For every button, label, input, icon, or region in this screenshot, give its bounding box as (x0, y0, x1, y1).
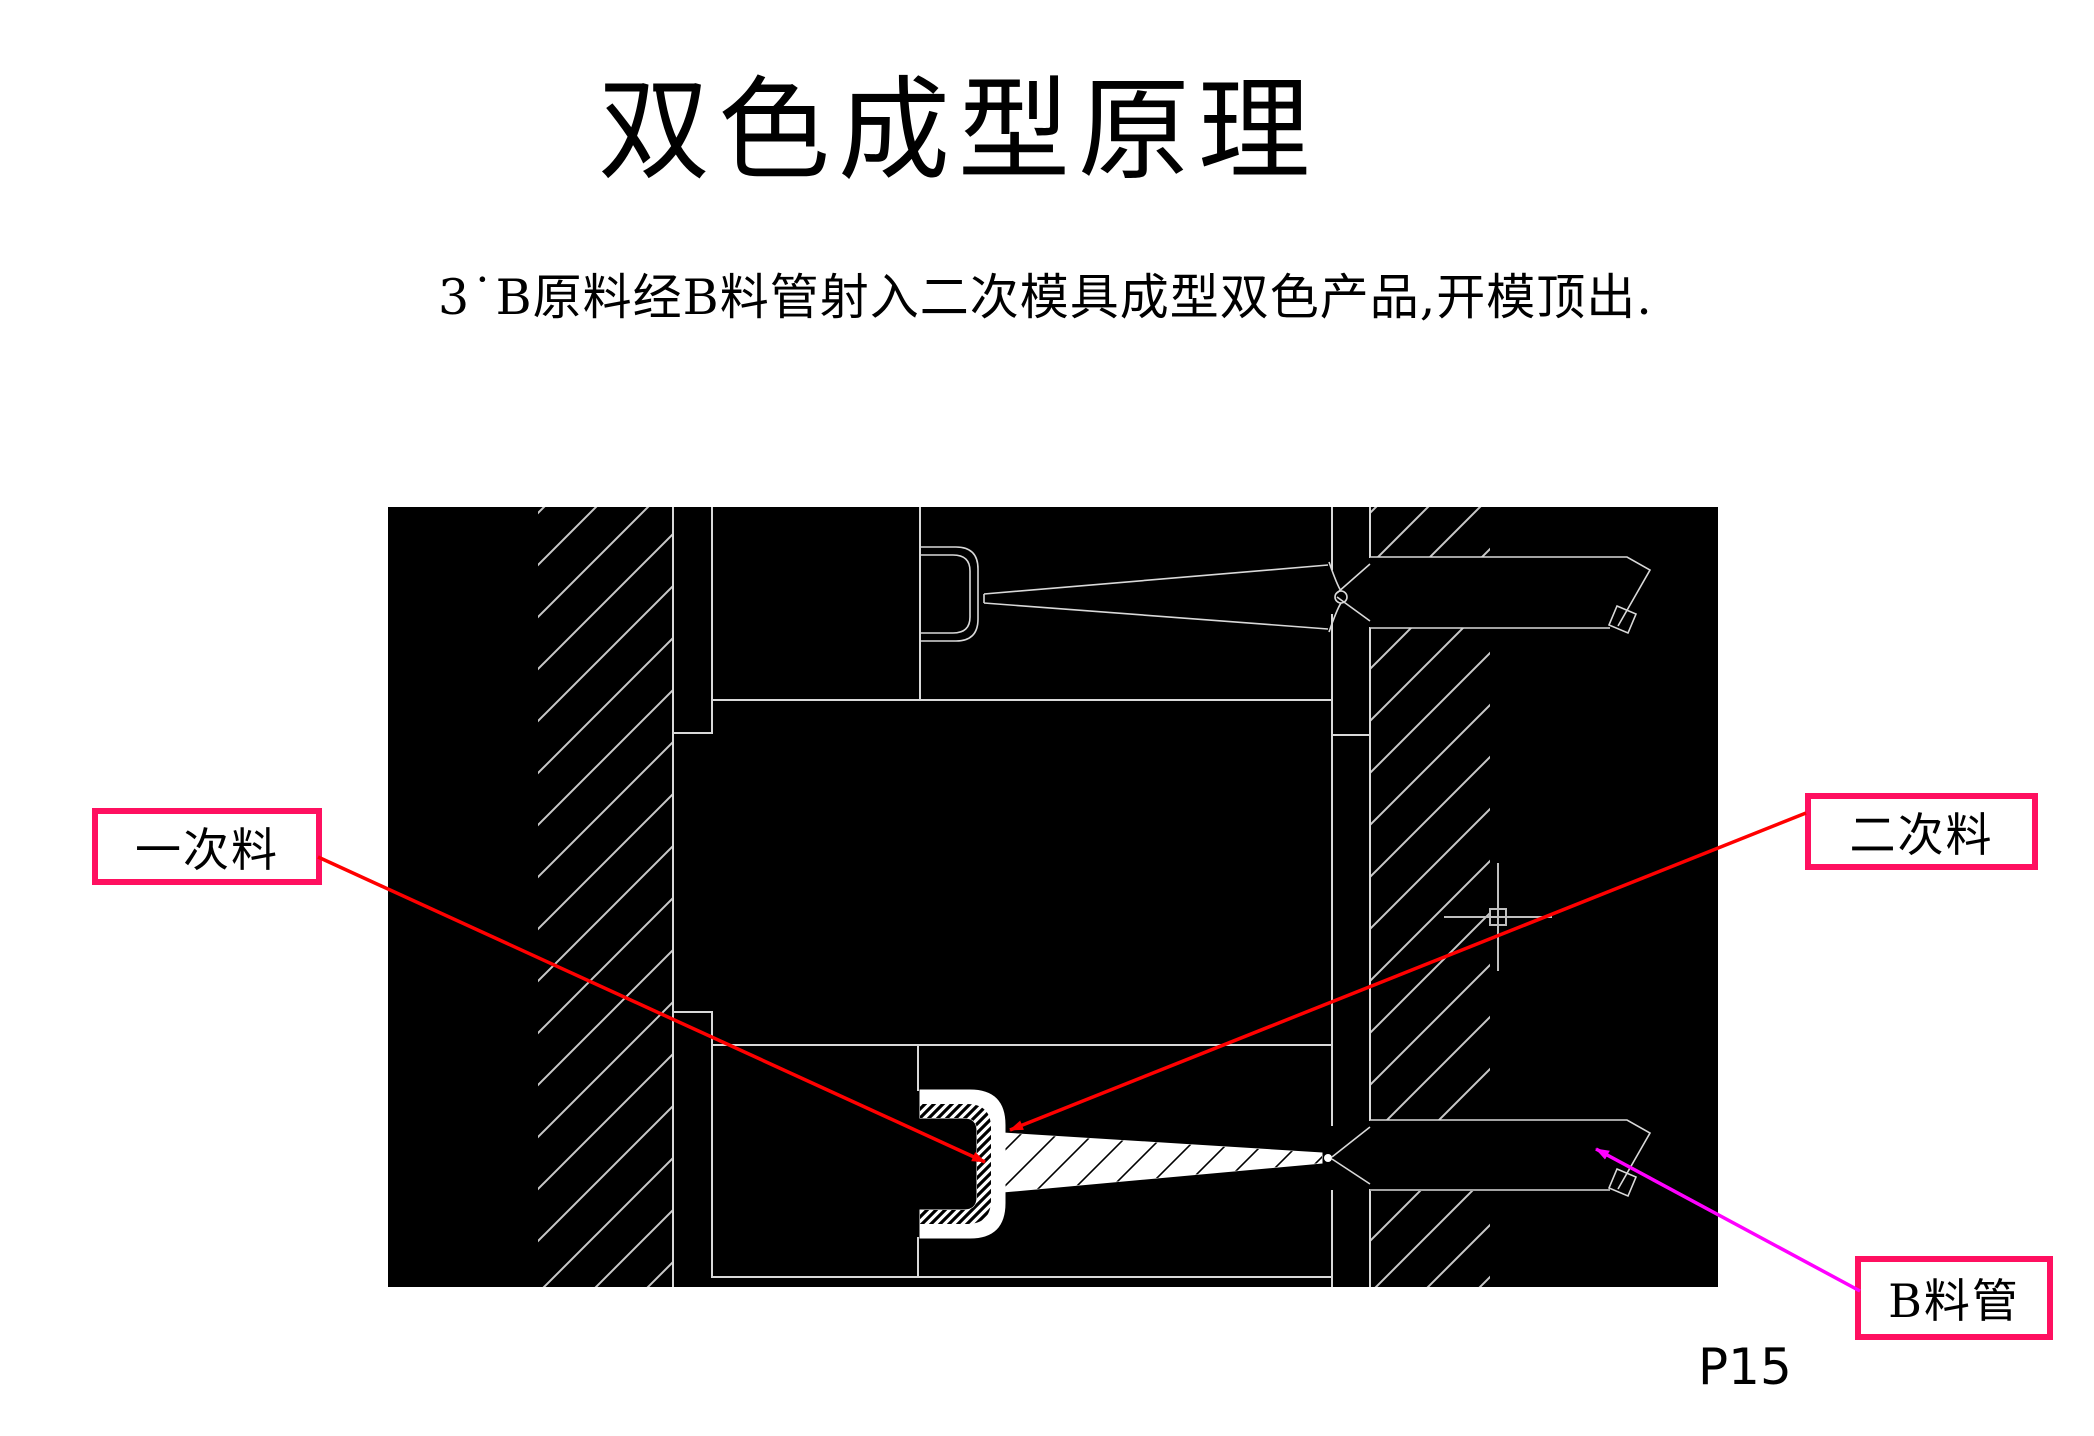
first-shot-cavity-outline (920, 546, 1348, 642)
left-platen-hatch (538, 507, 673, 1287)
page-number: P15 (1698, 1338, 1792, 1396)
cad-drawing-viewport (388, 507, 1718, 1287)
callout-secondary-material-label: 二次料 (1849, 807, 1994, 862)
b-barrel-nozzle (1324, 1119, 1652, 1198)
mold-cross-section-drawing (388, 507, 1718, 1287)
slide-subtitle: 3˙B原料经B料管射入二次模具成型双色产品,开模顶出. (438, 269, 1653, 326)
page-title: 双色成型原理 (598, 66, 1318, 196)
top-nozzle (1336, 556, 1652, 635)
callout-primary-material: 一次料 (92, 808, 322, 885)
callout-b-barrel: B料管 (1855, 1256, 2053, 1340)
callout-secondary-material: 二次料 (1805, 793, 2038, 870)
callout-primary-material-label: 一次料 (135, 822, 279, 877)
callout-b-barrel-label: B料管 (1888, 1274, 2020, 1328)
